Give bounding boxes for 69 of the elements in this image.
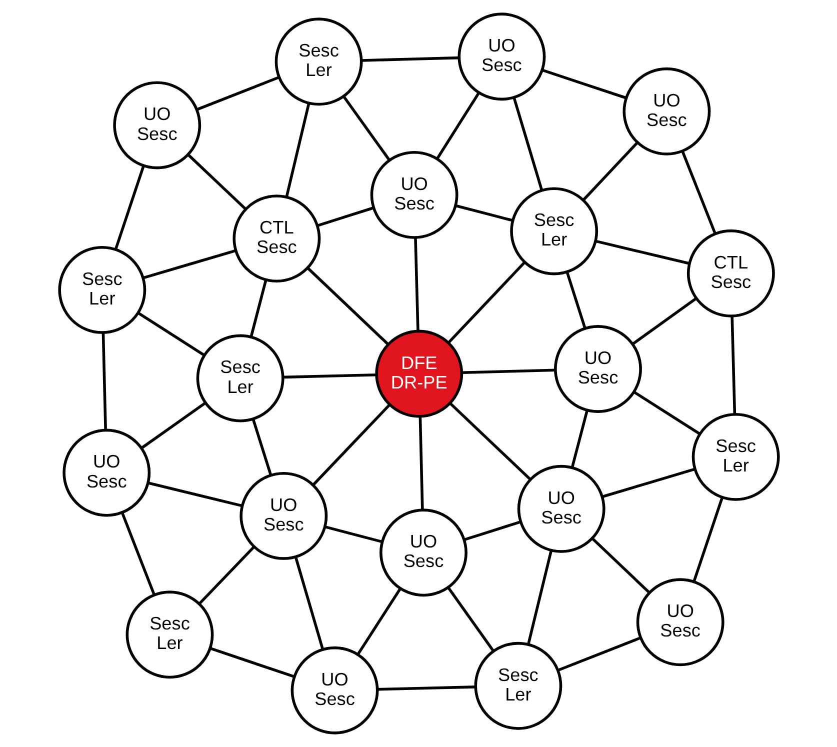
connector xyxy=(282,373,376,379)
node-circle: Sesc Ler xyxy=(510,187,598,276)
connector xyxy=(418,416,424,510)
node-circle: Sesc Ler xyxy=(125,590,214,679)
connector xyxy=(324,525,382,544)
connector xyxy=(632,390,700,435)
connector xyxy=(140,402,206,450)
connector xyxy=(316,206,374,227)
connector xyxy=(570,410,588,468)
node-circle: Sesc Ler xyxy=(196,334,284,422)
connector xyxy=(294,556,324,650)
connector xyxy=(526,550,552,645)
node-circle: DFE DR-PE xyxy=(374,330,463,418)
node-circle: UO Sesc xyxy=(457,12,546,101)
connector xyxy=(198,546,254,604)
connector xyxy=(512,98,543,191)
connector xyxy=(680,150,716,234)
connector xyxy=(582,142,638,201)
connector xyxy=(284,103,310,198)
connector xyxy=(137,312,205,356)
connector xyxy=(360,56,458,62)
connector xyxy=(342,96,390,161)
connector xyxy=(120,512,155,596)
connector xyxy=(306,267,389,346)
connector xyxy=(565,272,586,329)
connector xyxy=(196,76,279,111)
connector xyxy=(209,647,294,678)
connector xyxy=(414,238,419,331)
node-circle: UO Sesc xyxy=(622,67,710,156)
connector xyxy=(249,280,267,338)
connector xyxy=(142,249,236,280)
node-circle: CTL Sesc xyxy=(232,194,320,283)
node-circle: UO Sesc xyxy=(554,325,642,413)
connector xyxy=(101,332,106,430)
connector xyxy=(590,537,650,594)
connector xyxy=(557,636,641,672)
node-circle: UO Sesc xyxy=(62,428,150,517)
connector xyxy=(462,368,555,374)
connector xyxy=(542,68,626,100)
node-circle: UO Sesc xyxy=(516,464,605,553)
node-circle: CTL Sesc xyxy=(686,229,774,318)
node-circle: Sesc Ler xyxy=(274,18,362,106)
connector xyxy=(446,586,494,652)
node-circle: UO Sesc xyxy=(112,81,201,170)
node-circle: UO Sesc xyxy=(239,472,328,560)
node-circle: Sesc Ler xyxy=(474,642,562,730)
node-circle: UO Sesc xyxy=(636,578,724,666)
node-circle: Sesc Ler xyxy=(691,412,780,501)
node-circle: UO Sesc xyxy=(370,150,458,239)
connector xyxy=(692,497,724,582)
connector xyxy=(251,418,272,476)
connector xyxy=(114,166,144,250)
connector xyxy=(312,404,390,486)
connector xyxy=(601,468,694,498)
connector xyxy=(730,316,736,414)
connector xyxy=(436,92,480,160)
connector xyxy=(356,588,401,656)
connector xyxy=(446,262,525,344)
connector xyxy=(376,686,475,691)
connector xyxy=(595,240,690,265)
connector xyxy=(632,297,697,346)
connector xyxy=(455,204,512,222)
node-circle: UO Sesc xyxy=(379,508,467,597)
connector xyxy=(148,482,242,508)
node-circle: Sesc Ler xyxy=(58,246,146,334)
connector xyxy=(186,154,246,210)
node-circle: UO Sesc xyxy=(290,646,378,734)
connector xyxy=(463,520,521,542)
connector xyxy=(448,402,531,480)
